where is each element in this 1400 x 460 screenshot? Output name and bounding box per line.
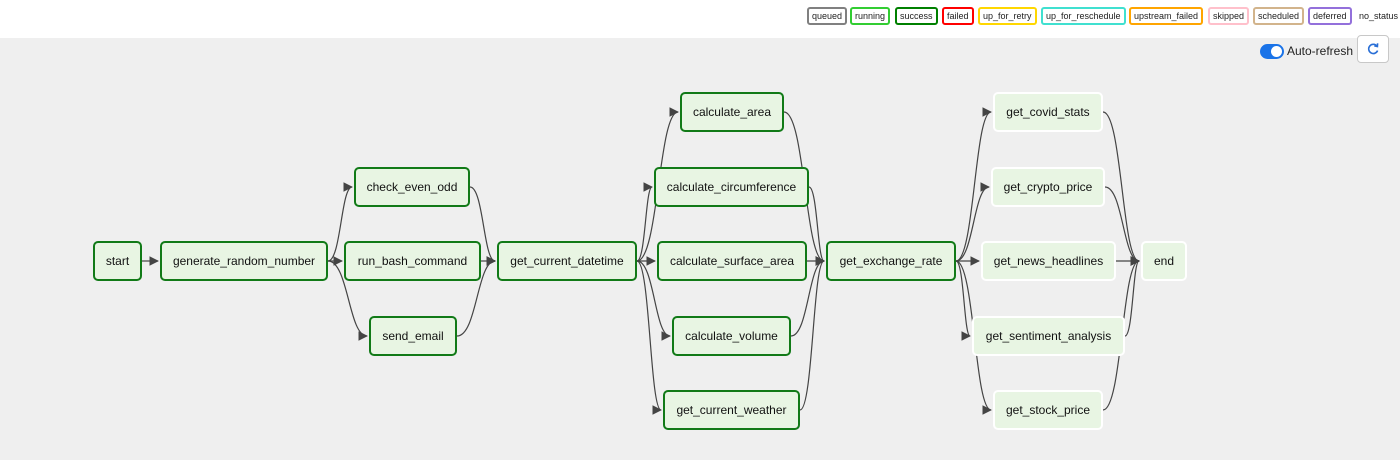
task-node-get-stock-price[interactable]: get_stock_price	[993, 390, 1103, 430]
task-node-start[interactable]: start	[93, 241, 142, 281]
edge-send-email-to-get-current-datetime	[456, 256, 496, 337]
legend-badge-upstream-failed: upstream_failed	[1129, 7, 1204, 25]
task-node-end[interactable]: end	[1141, 241, 1187, 281]
edge-get-current-datetime-to-get-current-weather	[636, 260, 662, 415]
state-legend: queued running success failed up_for_ret…	[0, 0, 1400, 38]
task-node-get-exchange-rate[interactable]: get_exchange_rate	[826, 241, 956, 281]
edge-generate-random-number-to-check-even-odd	[327, 182, 353, 262]
edge-get-current-weather-to-get-exchange-rate	[799, 256, 825, 411]
legend-badge-no-status: no_status	[1354, 7, 1400, 25]
refresh-icon	[1367, 43, 1379, 55]
task-node-generate-random-number[interactable]: generate_random_number	[160, 241, 328, 281]
legend-badge-success: success	[895, 7, 938, 25]
legend-badge-skipped: skipped	[1208, 7, 1250, 25]
task-node-calculate-volume[interactable]: calculate_volume	[672, 316, 791, 356]
edge-get-covid-stats-to-end	[1102, 111, 1140, 266]
legend-badge-deferred: deferred	[1308, 7, 1352, 25]
legend-badge-up-for-reschedule: up_for_reschedule	[1041, 7, 1126, 25]
auto-refresh-toggle[interactable]	[1260, 44, 1284, 59]
edge-generate-random-number-to-send-email	[327, 260, 368, 341]
legend-badge-running: running	[850, 7, 891, 25]
task-node-check-even-odd[interactable]: check_even_odd	[354, 167, 470, 207]
task-node-get-sentiment-analysis[interactable]: get_sentiment_analysis	[972, 316, 1125, 356]
edge-get-current-datetime-to-calculate-circumference	[636, 182, 653, 262]
legend-badge-scheduled: scheduled	[1253, 7, 1305, 25]
refresh-button[interactable]	[1357, 35, 1389, 63]
toggle-knob	[1271, 46, 1282, 57]
task-node-calculate-area[interactable]: calculate_area	[680, 92, 784, 132]
task-node-send-email[interactable]: send_email	[369, 316, 457, 356]
task-node-get-news-headlines[interactable]: get_news_headlines	[981, 241, 1116, 281]
edge-get-exchange-rate-to-get-crypto-price	[955, 182, 990, 262]
legend-badge-up-for-retry: up_for_retry	[978, 7, 1037, 25]
task-node-calculate-circumference[interactable]: calculate_circumference	[654, 167, 809, 207]
edge-get-exchange-rate-to-get-sentiment-analysis	[955, 260, 971, 341]
task-node-get-current-weather[interactable]: get_current_weather	[663, 390, 800, 430]
task-node-get-crypto-price[interactable]: get_crypto_price	[991, 167, 1105, 207]
edge-get-current-datetime-to-calculate-volume	[636, 260, 671, 341]
task-node-run-bash-command[interactable]: run_bash_command	[344, 241, 481, 281]
task-node-get-covid-stats[interactable]: get_covid_stats	[993, 92, 1103, 132]
legend-badge-queued: queued	[807, 7, 848, 25]
task-node-calculate-surface-area[interactable]: calculate_surface_area	[657, 241, 807, 281]
legend-badge-failed: failed	[942, 7, 974, 25]
auto-refresh-label: Auto-refresh	[1287, 44, 1354, 58]
edge-get-exchange-rate-to-get-covid-stats	[955, 107, 992, 262]
task-node-get-current-datetime[interactable]: get_current_datetime	[497, 241, 637, 281]
